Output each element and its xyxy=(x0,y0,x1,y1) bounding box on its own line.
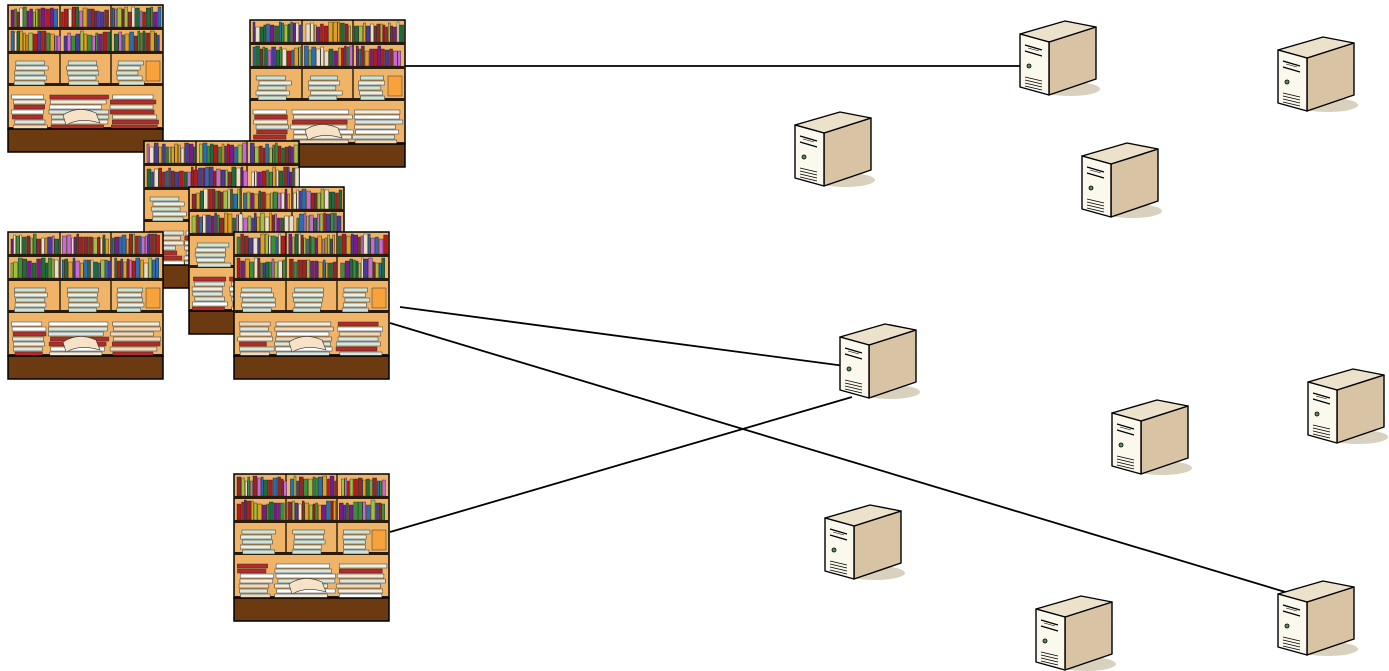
bookcases xyxy=(7,4,406,622)
connection-bookcase-7-to-server-5 xyxy=(389,396,853,533)
bookcase-7-bookcase-icon xyxy=(233,473,390,622)
bookcase-6-bookcase-icon xyxy=(233,231,390,380)
server-4-server-icon xyxy=(1081,142,1162,218)
server-8-server-icon xyxy=(824,504,905,580)
connection-bookcase-6-to-server-5 xyxy=(399,306,846,367)
connections xyxy=(389,65,1293,595)
server-7-server-icon xyxy=(1111,399,1192,475)
server-10-server-icon xyxy=(1277,580,1358,656)
server-5-server-icon xyxy=(839,323,920,399)
bookcase-2-bookcase-icon xyxy=(249,19,406,168)
bookcase-4-bookcase-icon xyxy=(7,231,164,380)
bookcase-1-bookcase-icon xyxy=(7,4,164,153)
server-2-server-icon xyxy=(1277,36,1358,112)
server-3-server-icon xyxy=(794,111,875,187)
server-6-server-icon xyxy=(1307,368,1388,444)
server-9-server-icon xyxy=(1035,595,1116,671)
server-1-server-icon xyxy=(1019,20,1100,96)
connection-bookcase-6-to-server-10 xyxy=(389,322,1293,595)
servers xyxy=(794,20,1388,671)
